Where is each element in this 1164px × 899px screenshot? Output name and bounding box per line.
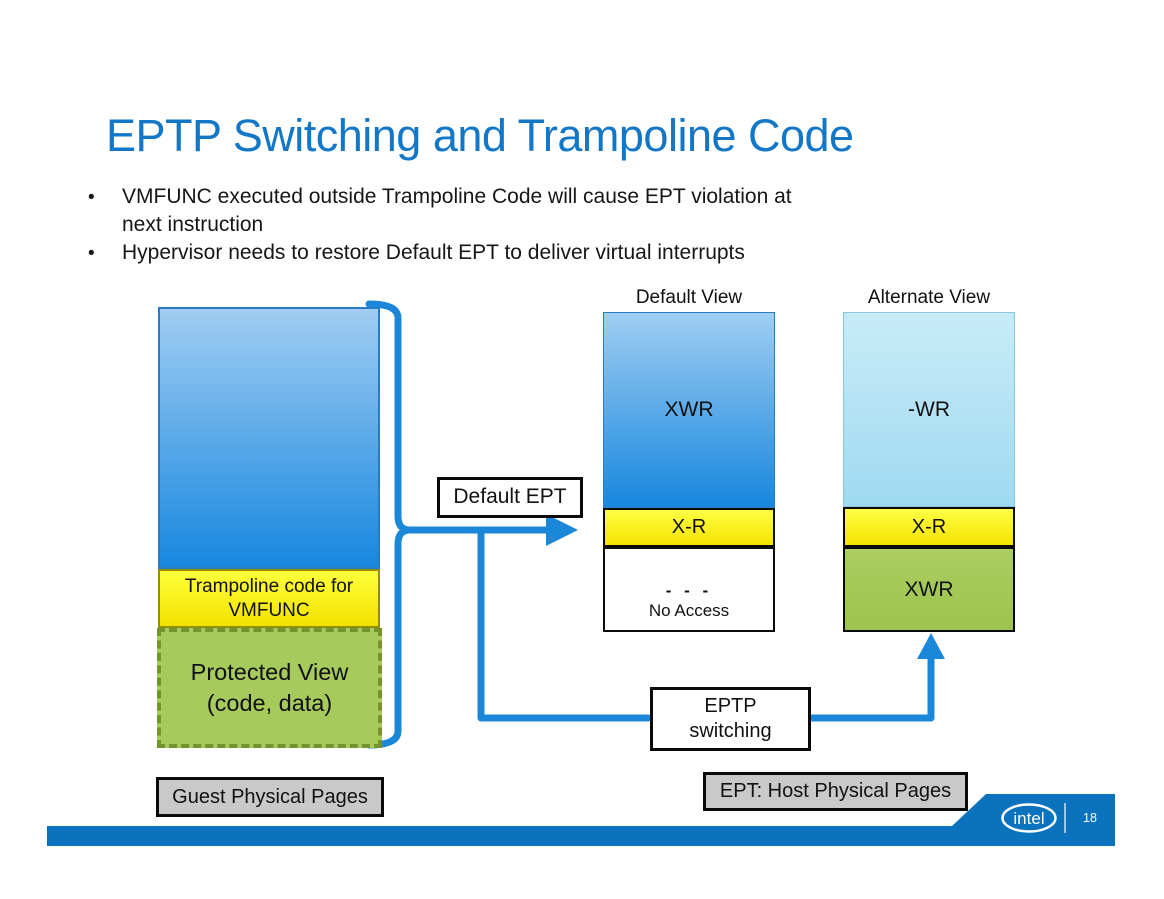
protected-view-line2: (code, data) bbox=[206, 690, 333, 716]
bullet-list: VMFUNC executed outside Trampoline Code … bbox=[88, 183, 918, 268]
slide-title: EPTP Switching and Trampoline Code bbox=[106, 110, 854, 161]
protected-view-box: Protected View (code, data) bbox=[157, 628, 382, 748]
bullet-item: Hypervisor needs to restore Default EPT … bbox=[88, 239, 918, 268]
alternate-view-xwr-box: XWR bbox=[843, 547, 1015, 632]
eptp-switching-line1: EPTP bbox=[704, 695, 757, 717]
intel-logo-text: intel bbox=[1013, 809, 1044, 828]
eptp-switching-line2: switching bbox=[689, 720, 772, 742]
guest-physical-pages-label: Guest Physical Pages bbox=[156, 777, 384, 817]
alternate-view-arrowhead bbox=[917, 633, 945, 659]
default-view-xr-box: X-R bbox=[603, 508, 775, 547]
no-access-label: No Access bbox=[648, 601, 730, 620]
default-view-xwr-box: XWR bbox=[603, 312, 775, 508]
bullet-marker bbox=[88, 183, 122, 239]
bullet-line: next instruction bbox=[122, 213, 264, 236]
guest-memory-box bbox=[158, 307, 380, 569]
default-view-title: Default View bbox=[635, 287, 743, 308]
default-view-no-access-box: - - - No Access bbox=[603, 547, 775, 632]
trampoline-label-line2: VMFUNC bbox=[228, 599, 310, 621]
bullet-item: VMFUNC executed outside Trampoline Code … bbox=[88, 183, 918, 239]
alternate-view-xr-box: X-R bbox=[843, 507, 1015, 547]
default-ept-arrowhead bbox=[546, 514, 578, 546]
alternate-view-arrow-line bbox=[808, 651, 935, 722]
bullet-text: VMFUNC executed outside Trampoline Code … bbox=[122, 183, 792, 239]
bullet-line: Hypervisor needs to restore Default EPT … bbox=[122, 241, 745, 264]
alternate-view-wr-box: -WR bbox=[843, 312, 1015, 507]
intel-logo: intel bbox=[1001, 803, 1057, 833]
intel-logo-swoosh bbox=[1001, 803, 1057, 833]
page-number: 18 bbox=[1083, 811, 1097, 825]
eptp-switching-box: EPTP switching bbox=[650, 687, 811, 751]
no-access-dashes: - - - bbox=[665, 581, 713, 601]
bullet-text: Hypervisor needs to restore Default EPT … bbox=[122, 239, 745, 268]
default-ept-label: Default EPT bbox=[437, 477, 583, 518]
protected-view-line1: Protected View bbox=[190, 659, 349, 686]
bullet-marker bbox=[88, 239, 122, 268]
trampoline-label-line1: Trampoline code for bbox=[184, 576, 354, 598]
alternate-view-title: Alternate View bbox=[867, 287, 991, 308]
ept-host-physical-pages-label: EPT: Host Physical Pages bbox=[703, 772, 968, 811]
bullet-line: VMFUNC executed outside Trampoline Code … bbox=[122, 185, 792, 208]
trampoline-code-box: Trampoline code for VMFUNC bbox=[158, 569, 380, 628]
